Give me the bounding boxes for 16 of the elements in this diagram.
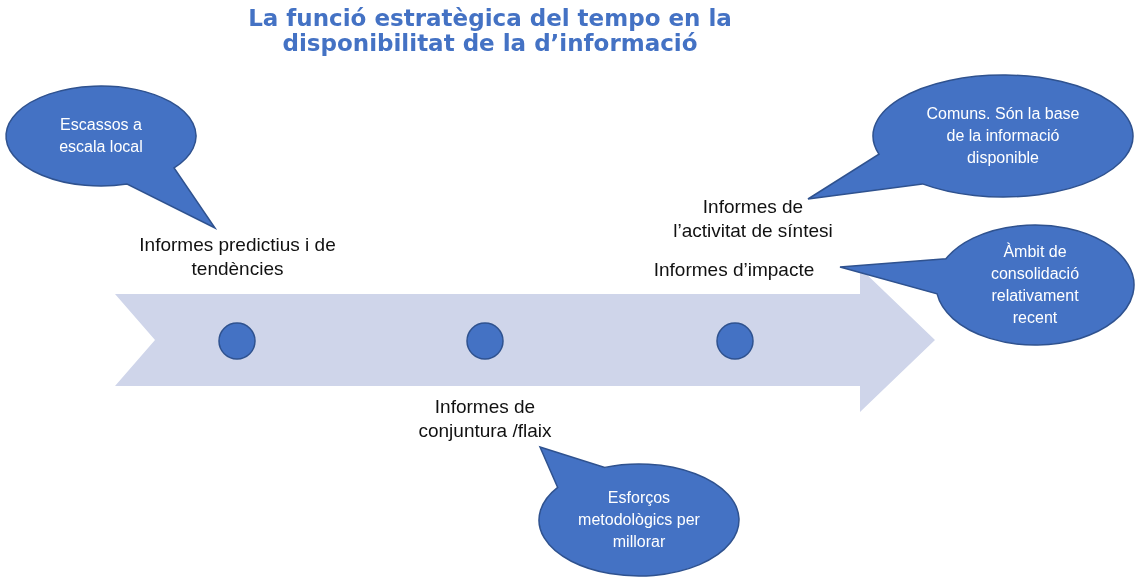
- bubble-text: Escassos a escala local: [58, 115, 144, 157]
- speech-bubble: [840, 224, 1135, 346]
- report-type-label: Informes d’impacte: [628, 255, 840, 285]
- report-type-label: Informes predictius i de tendències: [135, 229, 340, 285]
- bubble-text: Àmbit de consolidació relativament recent: [989, 241, 1081, 328]
- bubble-text: Comuns. Són la base de la informació disponible: [925, 104, 1081, 168]
- speech-bubble: [5, 85, 215, 228]
- speech-bubble: [808, 74, 1134, 199]
- bubble-text: Esforços metodològics per millorar: [577, 488, 701, 552]
- report-type-label: Informes de conjuntura /flaix: [400, 392, 570, 446]
- diagram-title: La funció estratègica del tempo en la disponibilitat de la d’informació: [247, 6, 733, 56]
- report-type-label: Informes de l’activitat de síntesi: [668, 193, 838, 245]
- timeline-point: [218, 322, 256, 360]
- timeline-point: [716, 322, 754, 360]
- speech-bubble: [538, 447, 740, 577]
- timeline-point: [466, 322, 504, 360]
